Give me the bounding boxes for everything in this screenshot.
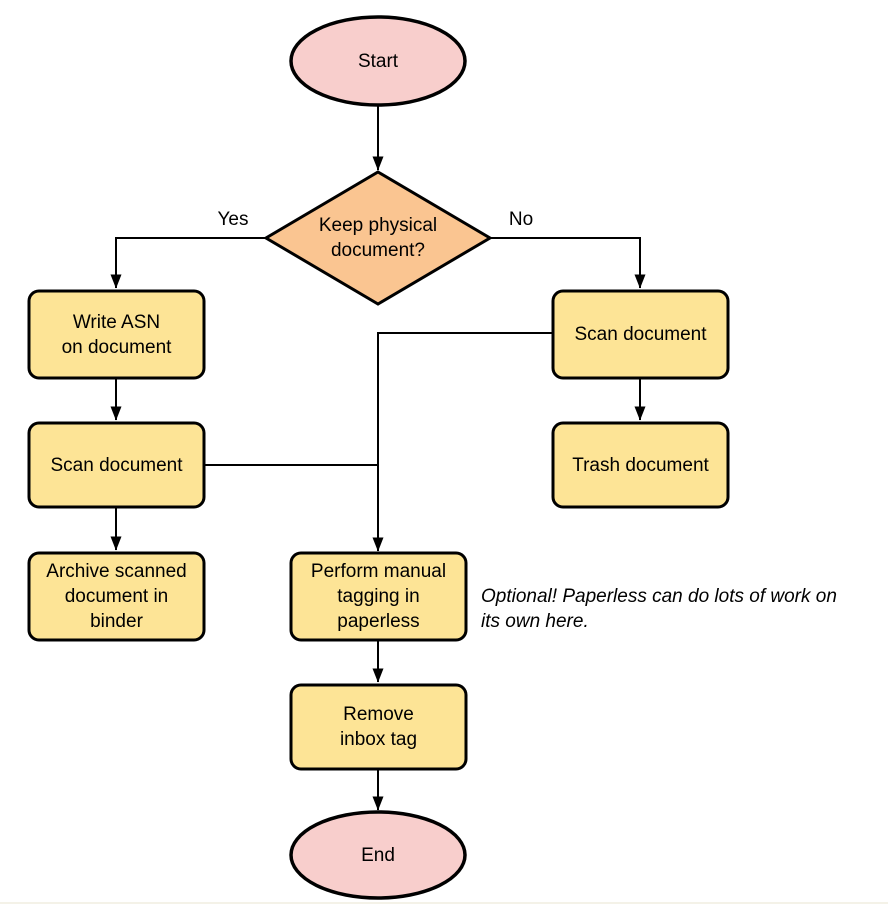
edge-scan-right-to-tagging bbox=[372, 332, 553, 552]
trash-process-shape bbox=[551, 421, 730, 509]
edge-decision-no-to-scan-right bbox=[490, 237, 646, 289]
edge-decision-yes-to-write-asn bbox=[110, 237, 266, 289]
scan-left-process-shape bbox=[27, 421, 206, 509]
remove-inbox-process-shape bbox=[289, 683, 468, 771]
write-asn-process-shape bbox=[27, 289, 206, 380]
end-terminator-shape bbox=[289, 810, 467, 900]
archive-process-shape bbox=[27, 551, 206, 642]
edge-label-no: No bbox=[508, 209, 534, 230]
edges-group bbox=[110, 105, 646, 811]
edge-label-yes: Yes bbox=[217, 209, 249, 230]
tagging-process-shape bbox=[289, 551, 468, 642]
optional-annotation-text: Optional! Paperless can do lots of work … bbox=[481, 586, 837, 632]
scan-right-process-shape bbox=[551, 289, 730, 380]
decision-diamond-shape bbox=[263, 170, 493, 306]
page-bottom-divider bbox=[0, 902, 888, 904]
start-terminator-shape bbox=[289, 15, 467, 107]
